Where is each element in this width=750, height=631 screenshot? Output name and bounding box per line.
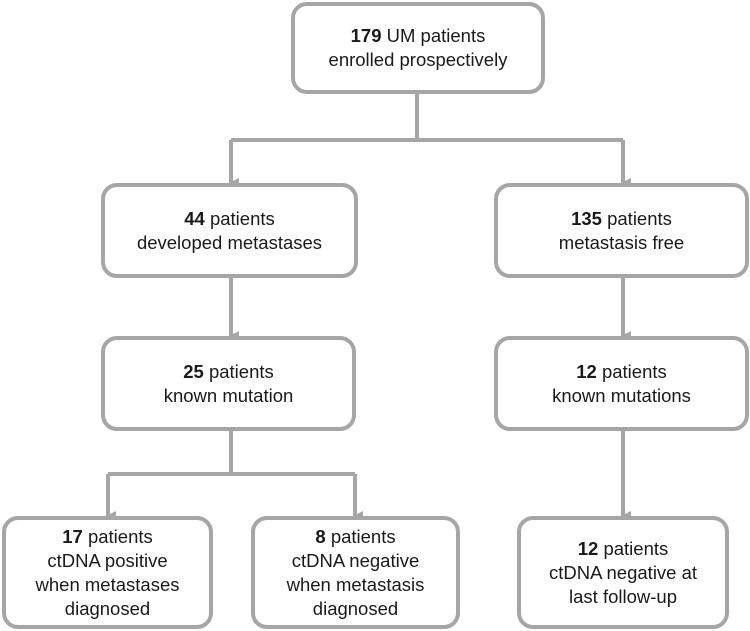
node-line1: 12 patients bbox=[578, 537, 669, 561]
node-line3: last follow-up bbox=[569, 585, 677, 607]
node-label: UM patients bbox=[386, 25, 486, 46]
metastases-node: 44 patients developed metastases bbox=[101, 183, 358, 278]
node-label: patients bbox=[87, 525, 153, 547]
node-line1: 44 patients bbox=[184, 207, 275, 231]
node-count: 179 bbox=[350, 25, 382, 46]
node-label: patients bbox=[330, 525, 396, 547]
node-label: patients bbox=[209, 207, 275, 229]
root-node: 179 UM patients enrolled prospectively bbox=[291, 2, 545, 94]
node-count: 12 bbox=[576, 360, 597, 382]
node-line2: enrolled prospectively bbox=[328, 49, 508, 70]
node-line2: developed metastases bbox=[136, 231, 323, 253]
node-line3: when metastasis bbox=[286, 573, 425, 595]
node-line1: 8 patients bbox=[315, 525, 395, 549]
node-line2: ctDNA negative bbox=[291, 549, 420, 571]
node-count: 8 bbox=[315, 525, 326, 547]
node-line1: 25 patients bbox=[183, 360, 274, 384]
node-line2: metastasis free bbox=[558, 231, 685, 253]
node-line2: known mutations bbox=[552, 384, 691, 406]
node-line3: when metastases bbox=[35, 573, 180, 595]
ctdna-negative-fu-node: 12 patients ctDNA negative at last follo… bbox=[517, 516, 729, 629]
node-count: 25 bbox=[183, 360, 204, 382]
node-count: 44 bbox=[184, 207, 205, 229]
node-line1: 135 patients bbox=[571, 207, 672, 231]
ctdna-positive-node: 17 patients ctDNA positive when metastas… bbox=[2, 516, 213, 629]
node-line2: ctDNA negative at bbox=[548, 561, 698, 583]
node-line4: diagnosed bbox=[64, 597, 151, 619]
node-label: patients bbox=[601, 360, 667, 382]
known-mutation-node: 25 patients known mutation bbox=[101, 336, 356, 431]
node-line4: diagnosed bbox=[312, 597, 399, 619]
node-label: patients bbox=[607, 207, 672, 229]
node-count: 135 bbox=[571, 207, 602, 229]
node-line2: known mutation bbox=[163, 384, 294, 406]
node-line1: 179 UM patients bbox=[351, 24, 486, 48]
known-mutations-node: 12 patients known mutations bbox=[494, 336, 749, 431]
node-count: 12 bbox=[577, 537, 599, 559]
node-line1: 17 patients bbox=[62, 525, 153, 549]
node-label: patients bbox=[603, 537, 669, 559]
node-count: 17 bbox=[62, 525, 83, 547]
node-line1: 12 patients bbox=[576, 360, 667, 384]
metastasis-free-node: 135 patients metastasis free bbox=[494, 183, 749, 278]
node-label: patients bbox=[208, 360, 274, 382]
ctdna-negative-met-node: 8 patients ctDNA negative when metastasi… bbox=[251, 516, 460, 629]
node-line2: ctDNA positive bbox=[47, 549, 168, 571]
